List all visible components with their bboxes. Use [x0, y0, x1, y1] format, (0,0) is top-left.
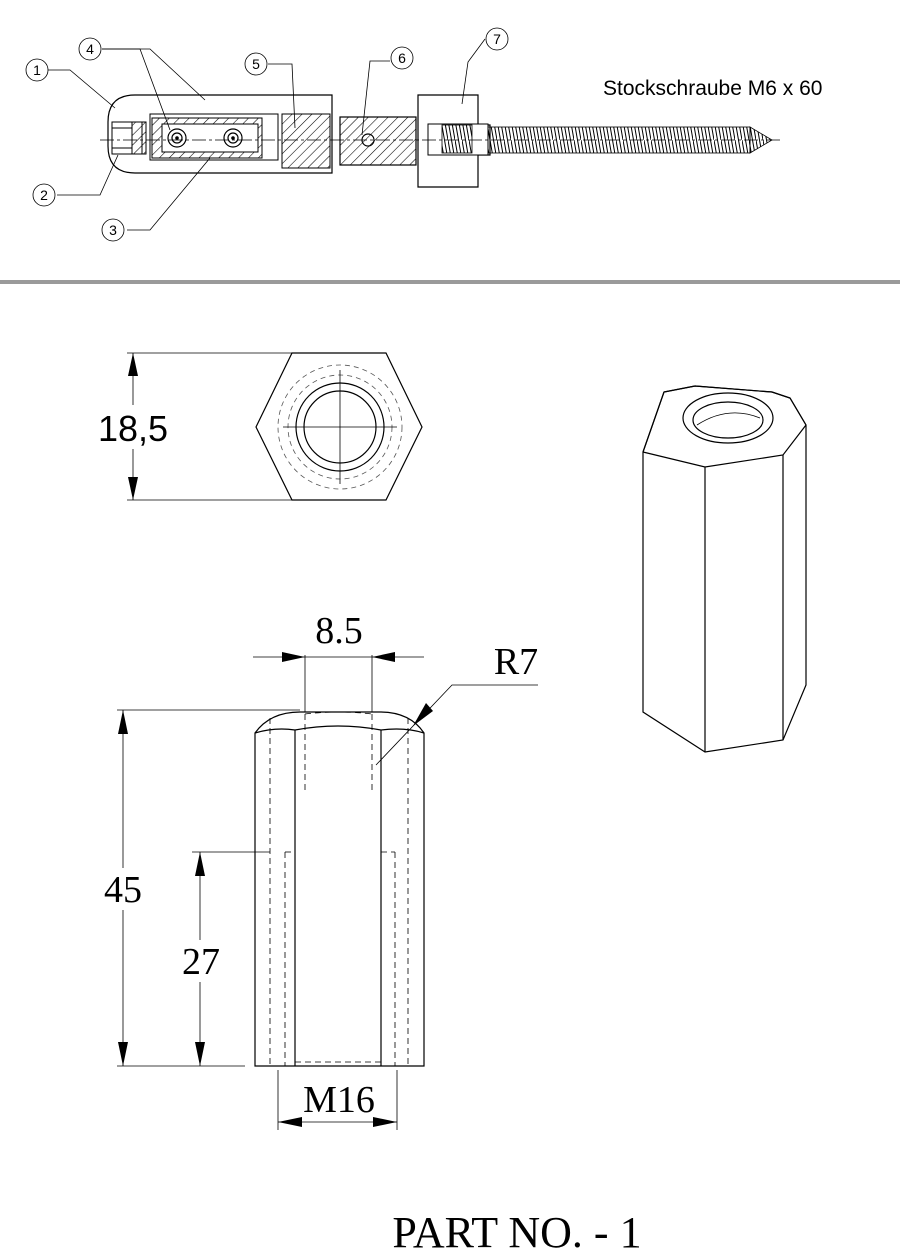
set-screw-2	[223, 128, 243, 148]
balloon-2: 2	[32, 183, 56, 207]
balloon-3: 3	[101, 218, 125, 242]
set-screw-1	[167, 128, 187, 148]
dimension-r7: R7	[494, 641, 538, 683]
assembly-section: 1 2 3 4 5 6 7 Stockschraube M6 x 60	[25, 27, 822, 242]
svg-text:6: 6	[398, 50, 406, 66]
balloon-6: 6	[390, 46, 414, 70]
block-part-5	[281, 113, 331, 169]
iso-outline	[642, 385, 807, 753]
svg-text:1: 1	[33, 62, 41, 78]
hex-outline	[255, 352, 423, 501]
svg-text:7: 7	[493, 31, 501, 47]
balloon-1: 1	[25, 58, 49, 82]
front-outline	[254, 711, 425, 1067]
isometric-view	[642, 385, 807, 753]
svg-text:4: 4	[86, 41, 94, 57]
balloon-7: 7	[485, 27, 509, 51]
dimension-18-5: 18,5	[98, 408, 168, 449]
shaft-part-6	[339, 116, 417, 166]
dimension-m16: M16	[303, 1079, 375, 1121]
svg-text:2: 2	[40, 187, 48, 203]
screw-label: Stockschraube M6 x 60	[603, 77, 822, 100]
housing-outline	[107, 94, 333, 174]
top-view: 18,5	[98, 352, 423, 501]
balloon-5: 5	[244, 52, 268, 76]
dimension-45: 45	[104, 869, 142, 911]
svg-text:3: 3	[109, 222, 117, 238]
front-view: 8.5 R7 45 27 M16	[100, 610, 538, 1130]
part-title: PART NO. - 1	[392, 1208, 641, 1257]
section-divider	[0, 280, 900, 284]
leaders	[48, 38, 486, 231]
balloon-4: 4	[78, 37, 102, 61]
dimension-27: 27	[182, 941, 220, 983]
svg-text:5: 5	[252, 56, 260, 72]
dimension-8-5: 8.5	[315, 610, 363, 652]
nut-part-7	[417, 94, 491, 188]
